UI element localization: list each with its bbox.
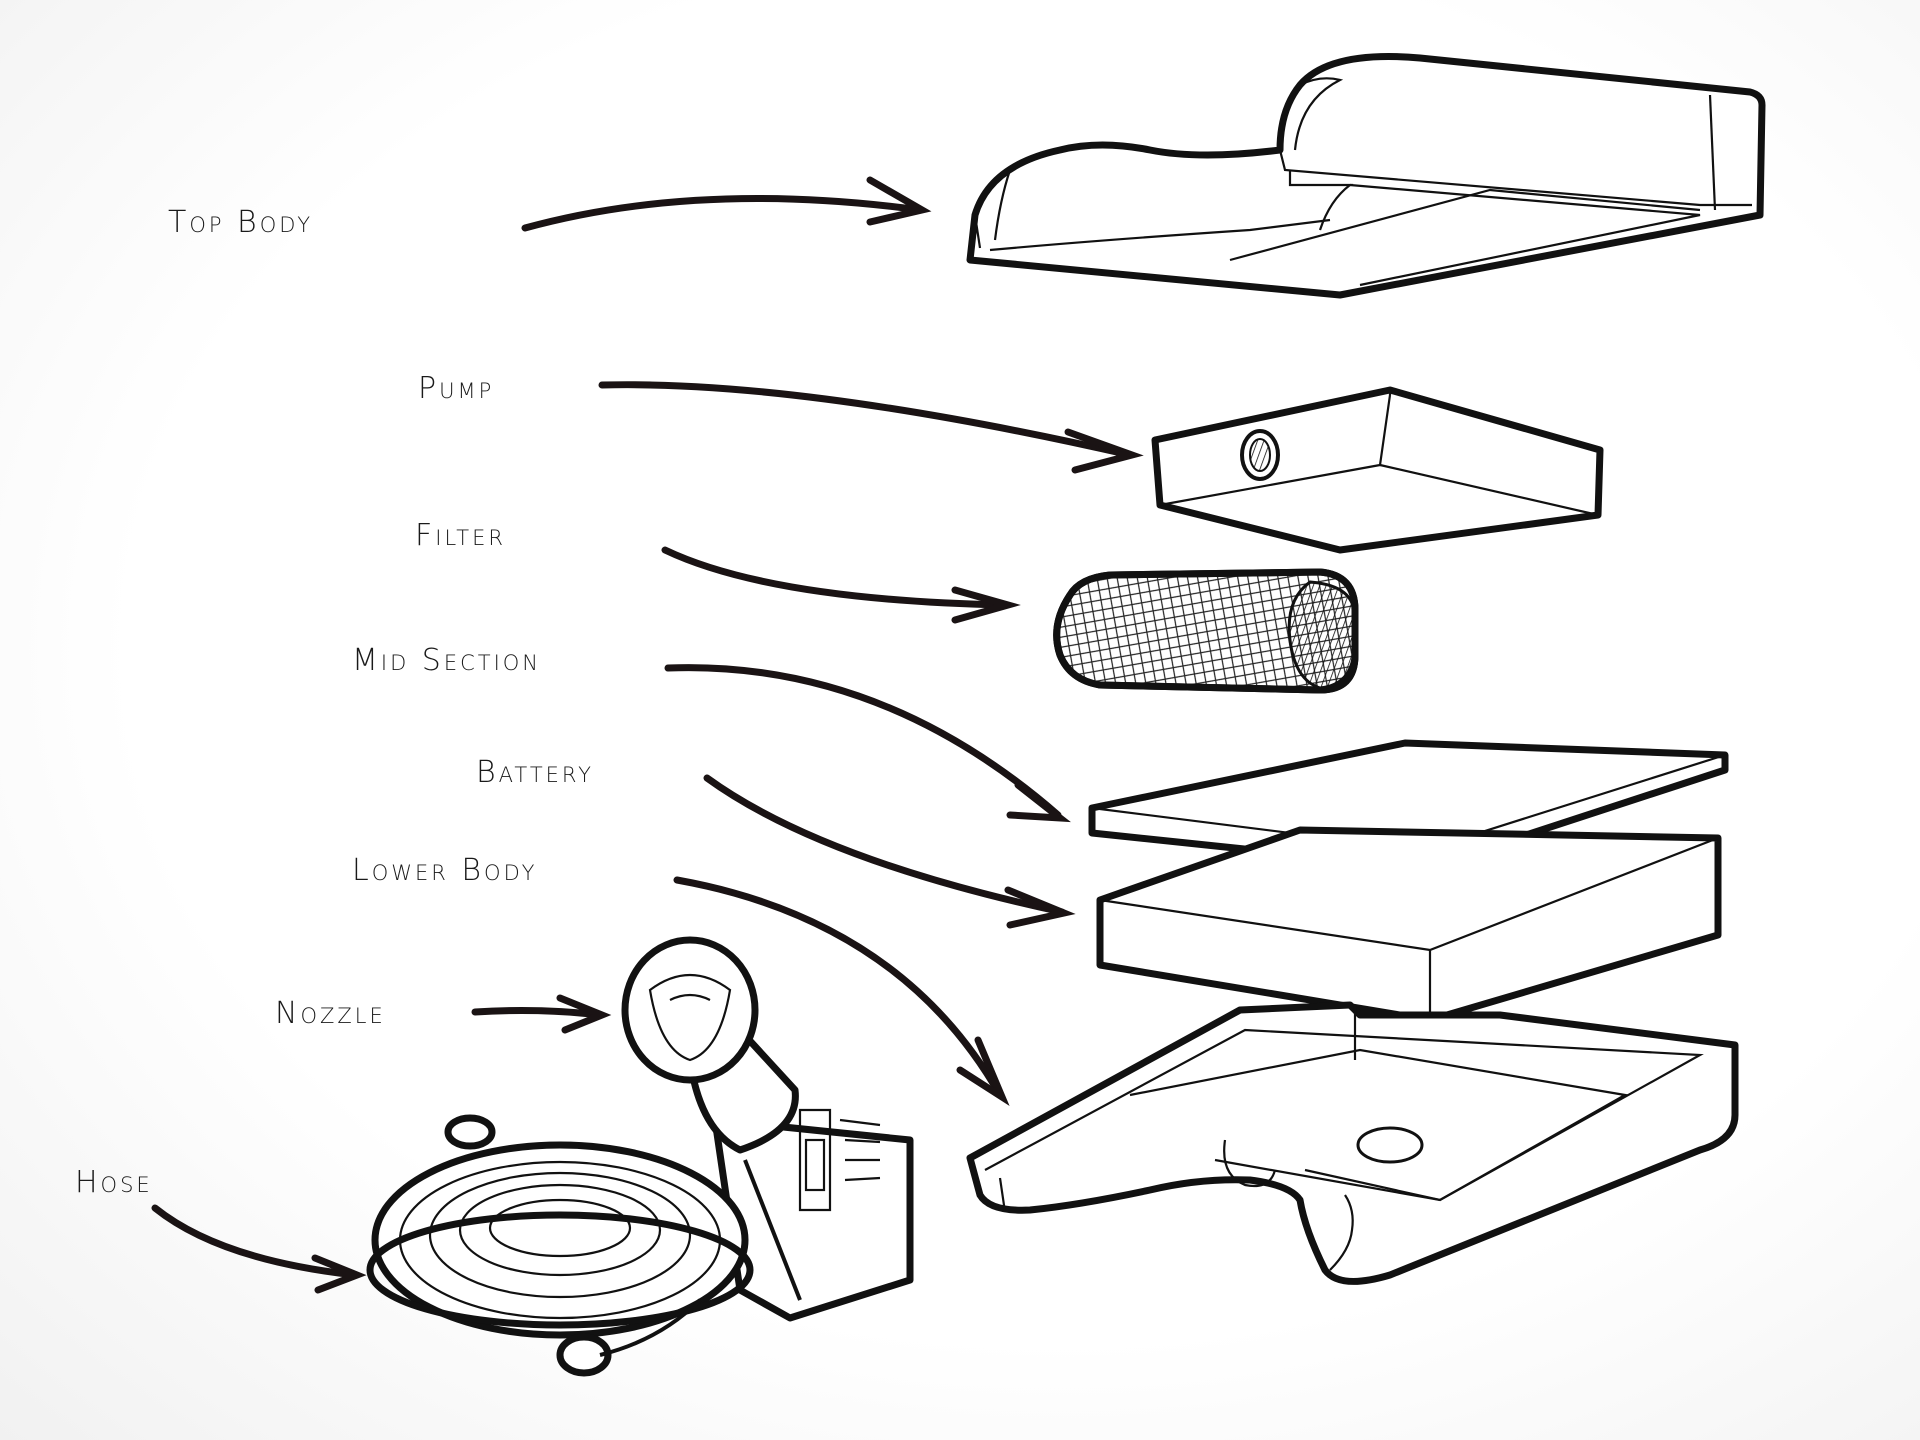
arrow-filter [661, 546, 1021, 624]
arrow-nozzle [471, 994, 612, 1034]
label-nozzle: Nozzle [275, 996, 386, 1031]
battery-part [1096, 826, 1722, 1024]
arrow-pump [598, 381, 1144, 474]
arrow-top-body [521, 176, 932, 232]
pump-part [1151, 386, 1604, 554]
filter-part [1053, 568, 1359, 694]
arrow-mid-section [664, 664, 1071, 823]
label-top-body: Top Body [168, 205, 313, 240]
arrow-battery [703, 774, 1076, 929]
hose-part [366, 1114, 754, 1377]
label-lower-body: Lower Body [352, 853, 537, 888]
label-pump: Pump [418, 371, 494, 406]
lower-body-part [966, 1001, 1739, 1285]
label-hose: Hose [75, 1165, 153, 1200]
nozzle-part [621, 936, 914, 1322]
top-body-part [966, 53, 1766, 299]
label-mid-section: Mid Section [352, 643, 541, 678]
arrow-hose [151, 1204, 367, 1294]
arrow-lower-body [673, 876, 1010, 1107]
label-battery: Battery [476, 755, 594, 790]
label-filter: Filter [415, 518, 506, 553]
